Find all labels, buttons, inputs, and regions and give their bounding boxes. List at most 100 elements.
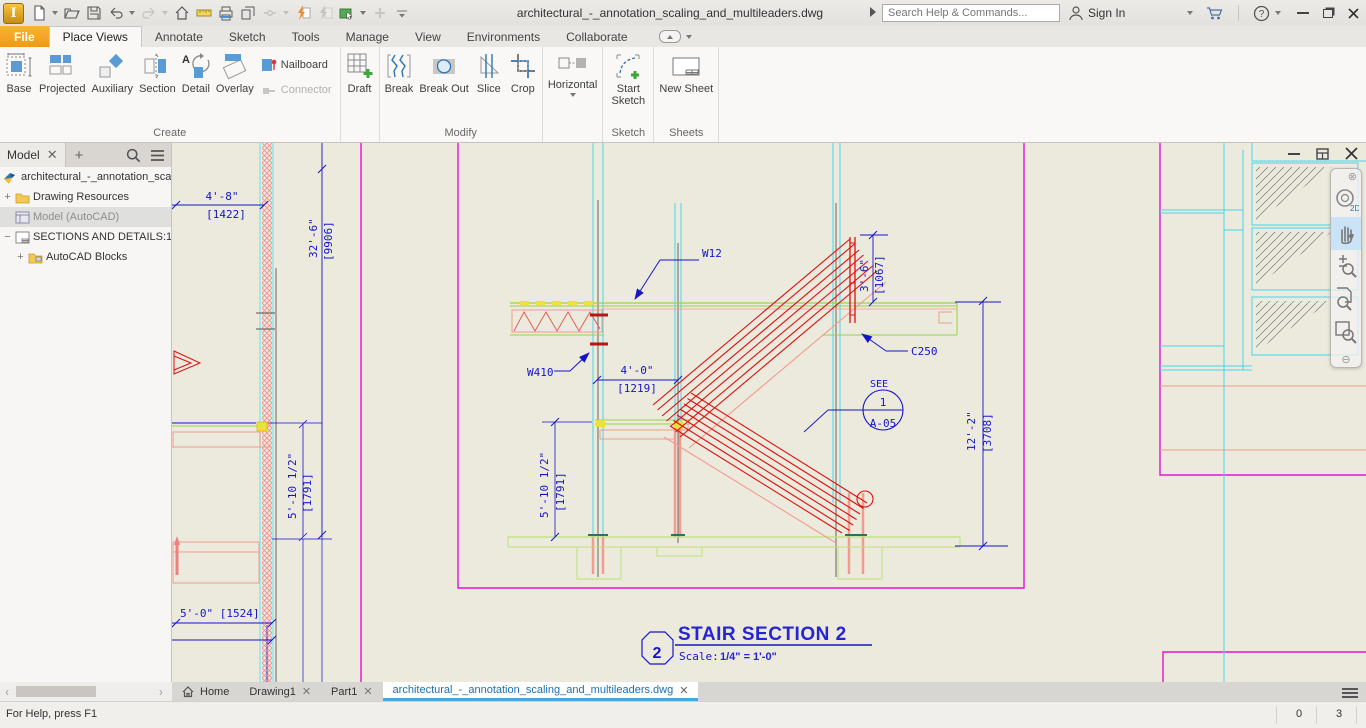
slice-button[interactable]: Slice: [472, 50, 506, 97]
minimize-button[interactable]: [1297, 12, 1309, 14]
expander-icon[interactable]: −: [4, 231, 11, 243]
navbar-collapse-icon[interactable]: ⊖: [1341, 353, 1351, 366]
svg-text:[1067]: [1067]: [873, 255, 886, 295]
tab-drawing1[interactable]: Drawing1 ✕: [239, 682, 321, 701]
nailboard-label: Nailboard: [280, 59, 328, 71]
tab-home[interactable]: Home: [172, 682, 239, 701]
zoom-window-icon[interactable]: [1331, 282, 1361, 315]
sketch-group-label[interactable]: Sketch: [611, 127, 646, 139]
material-browser-icon[interactable]: [336, 3, 357, 23]
orbit-2d-icon[interactable]: 2D: [1331, 184, 1361, 217]
base-button[interactable]: Base: [2, 50, 36, 97]
cart-icon[interactable]: [1206, 5, 1224, 21]
projected-button[interactable]: Projected: [36, 50, 88, 97]
iproperties-bolt-icon[interactable]: [292, 3, 313, 23]
section-button[interactable]: Section: [136, 50, 179, 97]
expander-icon[interactable]: +: [4, 191, 11, 203]
print-icon[interactable]: [215, 3, 236, 23]
tab-tools[interactable]: Tools: [291, 29, 320, 44]
title-arrow-icon[interactable]: [870, 7, 876, 17]
draft-button[interactable]: Draft: [343, 50, 377, 97]
browser-add-icon[interactable]: +: [74, 146, 84, 164]
zoom-icon[interactable]: [1331, 250, 1361, 283]
doc-minimize-icon[interactable]: [1288, 152, 1300, 155]
restore-button[interactable]: [1323, 8, 1333, 18]
crop-button[interactable]: Crop: [506, 50, 540, 97]
save-icon[interactable]: [83, 3, 104, 23]
ground-and-footings: [507, 536, 961, 580]
ribbon-collapse-dropdown-icon[interactable]: [685, 34, 692, 39]
help-icon[interactable]: ?: [1253, 5, 1270, 22]
tree-item-autocad-blocks[interactable]: + AutoCAD Blocks: [0, 247, 171, 267]
customize-qat-icon[interactable]: [391, 3, 412, 23]
create-group-label[interactable]: Create: [153, 127, 187, 139]
dimension-12-2: 12'-2" [3708]: [955, 296, 1008, 551]
modify-group-label[interactable]: Modify: [444, 127, 477, 139]
tree-item-drawing-resources[interactable]: + Drawing Resources: [0, 187, 171, 207]
horizontal-button[interactable]: Horizontal: [545, 50, 601, 99]
help-dropdown-icon[interactable]: [1275, 11, 1281, 15]
new-sheet-button[interactable]: New Sheet: [656, 50, 716, 97]
measure-icon[interactable]: [193, 3, 214, 23]
svg-text:5'-10 1/2": 5'-10 1/2": [286, 453, 299, 519]
tab-manage[interactable]: Manage: [345, 29, 389, 44]
start-sketch-button[interactable]: Start Sketch: [605, 50, 651, 109]
inventor-logo-icon[interactable]: I: [3, 2, 24, 24]
connector-icon: [262, 88, 275, 94]
browser-menu-icon[interactable]: [150, 148, 165, 163]
browser-tab-close-icon[interactable]: ✕: [46, 147, 58, 162]
home-icon[interactable]: [171, 3, 192, 23]
copy-screen-icon[interactable]: [237, 3, 258, 23]
new-document-icon[interactable]: [28, 3, 49, 23]
search-input[interactable]: [882, 4, 1060, 22]
undo-icon[interactable]: [105, 3, 126, 23]
tab-close-icon[interactable]: ✕: [363, 686, 373, 698]
svg-text:1/4" = 1'-0": 1/4" = 1'-0": [720, 651, 777, 663]
tab-close-icon[interactable]: ✕: [301, 686, 312, 698]
tab-environments[interactable]: Environments: [466, 29, 541, 44]
tree-item-root[interactable]: architectural_-_annotation_scal: [0, 167, 171, 187]
tab-place-views[interactable]: Place Views: [48, 26, 142, 47]
tab-close-icon[interactable]: ✕: [679, 684, 689, 697]
tab-active-dwg[interactable]: architectural_-_annotation_scaling_and_m…: [382, 682, 699, 701]
tab-list-menu-icon[interactable]: [1342, 686, 1358, 700]
scrollbar-thumb[interactable]: [16, 686, 96, 697]
scroll-right-icon[interactable]: ›: [159, 684, 163, 699]
browser-tab-model[interactable]: Model ✕: [0, 143, 66, 167]
stair-upper-run: [652, 237, 887, 449]
detail-button[interactable]: A Detail: [179, 50, 213, 97]
break-button[interactable]: Break: [382, 50, 417, 97]
tab-collaborate[interactable]: Collaborate: [566, 29, 628, 44]
tab-annotate[interactable]: Annotate: [154, 29, 203, 44]
sign-in-button[interactable]: Sign In: [1068, 0, 1195, 26]
open-icon[interactable]: [61, 3, 82, 23]
doc-restore-icon[interactable]: [1316, 147, 1329, 160]
navbar-close-icon[interactable]: ⊗: [1347, 171, 1357, 183]
zoom-selected-icon[interactable]: [1331, 315, 1361, 348]
close-button[interactable]: [1347, 7, 1360, 20]
tab-file[interactable]: File: [0, 26, 49, 47]
sheets-group-label[interactable]: Sheets: [669, 127, 704, 139]
doc-close-icon[interactable]: [1345, 147, 1358, 160]
material-dropdown-icon[interactable]: [360, 11, 366, 15]
browser-search-icon[interactable]: [126, 148, 141, 163]
break-out-button[interactable]: Break Out: [416, 50, 472, 97]
tree-item-model-autocad[interactable]: Model (AutoCAD): [0, 207, 171, 227]
sign-in-dropdown-icon[interactable]: [1187, 11, 1194, 15]
nailboard-button[interactable]: Nailboard: [261, 57, 332, 73]
overlay-button[interactable]: Overlay: [213, 50, 257, 97]
auxiliary-button[interactable]: Auxiliary: [88, 50, 136, 97]
tree-item-sections-details[interactable]: − SECTIONS AND DETAILS:1: [0, 227, 171, 247]
drawing-canvas[interactable]: 4'-8" [1422] 32'-6" [9906] 5'-10 1/2" [1…: [172, 143, 1366, 682]
pan-icon[interactable]: [1331, 216, 1361, 250]
horizontal-dropdown-icon[interactable]: [569, 93, 576, 97]
expander-icon[interactable]: +: [17, 251, 24, 263]
scroll-left-icon[interactable]: ‹: [5, 684, 9, 699]
svg-text:2D: 2D: [1350, 204, 1359, 213]
tab-sketch[interactable]: Sketch: [228, 29, 266, 44]
tab-part1[interactable]: Part1 ✕: [321, 682, 383, 701]
ribbon-collapse-icon[interactable]: [658, 30, 681, 43]
undo-dropdown-icon[interactable]: [129, 11, 135, 15]
tab-view[interactable]: View: [414, 29, 441, 44]
new-dropdown-icon[interactable]: [52, 11, 58, 15]
